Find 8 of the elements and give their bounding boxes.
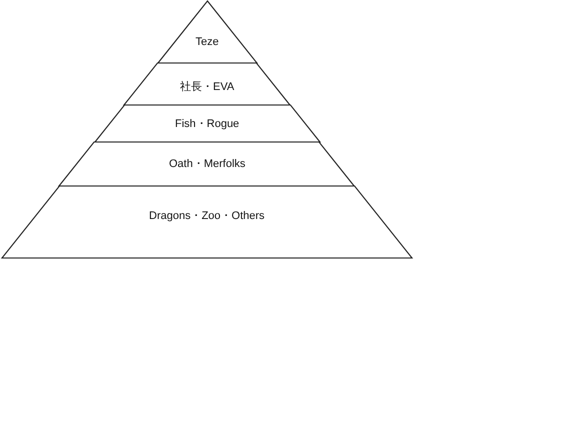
pyramid-tier bbox=[158, 1, 256, 63]
tier-label: Teze bbox=[195, 36, 219, 48]
tier-label: Fish・Rogue bbox=[174, 118, 240, 130]
tier-label: Dragons・Zoo・Others bbox=[149, 210, 265, 222]
pyramid-tier bbox=[94, 105, 320, 142]
tier-label: Oath・Merfolks bbox=[168, 158, 246, 170]
pyramid-tier bbox=[124, 63, 290, 105]
tier-label: 社長・EVA bbox=[180, 80, 234, 94]
